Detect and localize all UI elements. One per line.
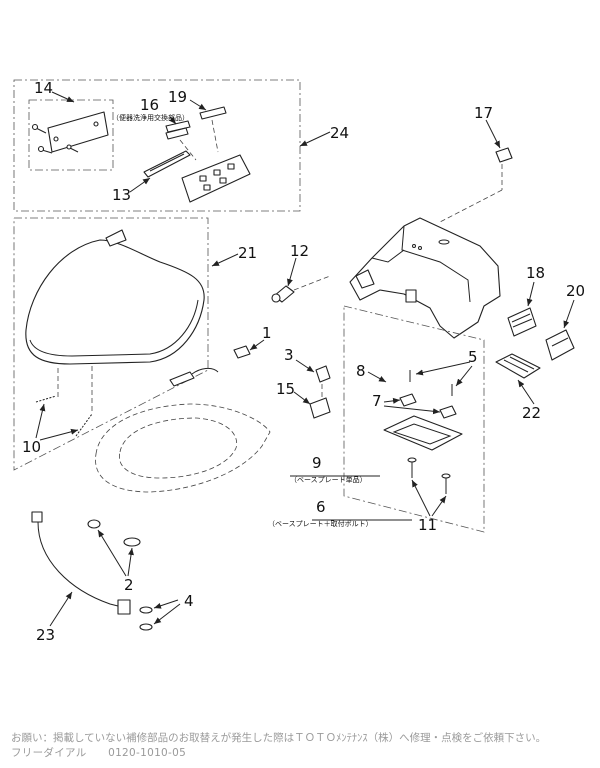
leader-4a <box>153 599 179 609</box>
leader-4b <box>153 603 181 625</box>
part-18-filter <box>507 307 537 337</box>
part-15-bracket <box>309 397 331 419</box>
part-12-valve <box>271 285 295 303</box>
part-19-pad <box>199 106 227 120</box>
part-20-cover <box>545 329 575 361</box>
label-part-4: 4 <box>184 592 194 610</box>
group-14-boundary <box>28 99 114 171</box>
label-part-1: 1 <box>262 324 272 342</box>
part-7-clips <box>399 393 457 419</box>
leader-23 <box>49 591 73 627</box>
part-10-springs <box>35 395 93 437</box>
part-22-grille <box>495 353 541 379</box>
label-part-17: 17 <box>474 104 493 122</box>
hinge-wire-assembly <box>169 367 219 387</box>
part-17-clip <box>495 147 513 163</box>
label-part-10: 10 <box>22 438 41 456</box>
label-part-18: 18 <box>526 264 545 282</box>
note-part-6: （ベースプレート＋取付ボルト） <box>268 519 373 528</box>
label-part-12: 12 <box>290 242 309 260</box>
leader-19 <box>189 99 207 111</box>
part-1-tab <box>233 345 251 359</box>
leader-5a <box>415 361 471 376</box>
leader-2b <box>127 547 134 577</box>
part-14-plate <box>31 111 109 154</box>
label-part-13: 13 <box>112 186 131 204</box>
leader-20 <box>563 299 575 329</box>
label-part-19: 19 <box>168 88 187 106</box>
note-part-16: （便器洗浄用交換部品） <box>112 113 189 122</box>
label-part-14: 14 <box>34 79 53 97</box>
main-unit-body <box>349 217 501 339</box>
label-part-20: 20 <box>566 282 585 300</box>
part-23-hose <box>31 511 131 615</box>
leader-3 <box>295 359 315 373</box>
leader-8 <box>367 371 387 383</box>
leader-2a <box>97 529 127 577</box>
label-part-8: 8 <box>356 362 366 380</box>
part-3-clip <box>315 365 331 383</box>
label-part-5: 5 <box>468 348 478 366</box>
label-part-23: 23 <box>36 626 55 644</box>
label-part-16: 16 <box>140 96 159 114</box>
group-24-boundary <box>13 79 301 212</box>
leader-7a <box>383 397 401 404</box>
group-21-boundary <box>13 217 209 471</box>
label-part-15: 15 <box>276 380 295 398</box>
label-part-21: 21 <box>238 244 257 262</box>
leader-11b <box>431 495 447 517</box>
leader-18 <box>526 281 535 307</box>
part-16-pads <box>165 120 191 140</box>
part-4-washers <box>139 606 153 631</box>
footer-free-dial: フリーダイアル 0120-1010-05 <box>11 747 187 759</box>
label-part-7: 7 <box>372 392 382 410</box>
base-plate-group-boundary <box>343 305 485 533</box>
leader-10b <box>39 428 79 441</box>
leader-10a <box>35 403 46 439</box>
label-part-9: 9 <box>312 454 322 472</box>
leader-15 <box>293 391 311 405</box>
label-part-11: 11 <box>418 516 437 534</box>
leader-16 <box>169 116 177 125</box>
label-part-22: 22 <box>522 404 541 422</box>
leader-24 <box>299 131 331 147</box>
label-part-6: 6 <box>316 498 326 516</box>
note-part-9: （ベースプレート単品） <box>290 475 367 484</box>
part-9-base-plate <box>383 415 463 451</box>
leader-7b <box>383 405 441 415</box>
label-part-24: 24 <box>330 124 349 142</box>
leader-22 <box>517 379 535 405</box>
leader-13 <box>129 177 151 193</box>
label-part-3: 3 <box>284 346 294 364</box>
leader-5b <box>455 365 473 387</box>
part-11-bolts <box>407 457 451 494</box>
leader-17 <box>485 119 501 149</box>
leader-21 <box>211 253 239 267</box>
part-13-rail <box>143 150 191 178</box>
toilet-seat-ring <box>95 403 271 493</box>
leader-14 <box>51 91 75 103</box>
leader-12 <box>287 257 297 287</box>
leader-11a <box>411 479 431 517</box>
label-part-2: 2 <box>124 576 134 594</box>
footer-repair-notice: お願い：掲載していない補修部品のお取替えが発生した際はＴＯＴＯﾒﾝﾃﾅﾝｽ（株）… <box>11 732 547 744</box>
part-5-screws <box>409 370 453 396</box>
leader-1 <box>249 339 265 351</box>
part-21-lid <box>25 229 205 365</box>
remote-control-panel <box>181 154 251 203</box>
part-2-adapters <box>87 519 141 547</box>
